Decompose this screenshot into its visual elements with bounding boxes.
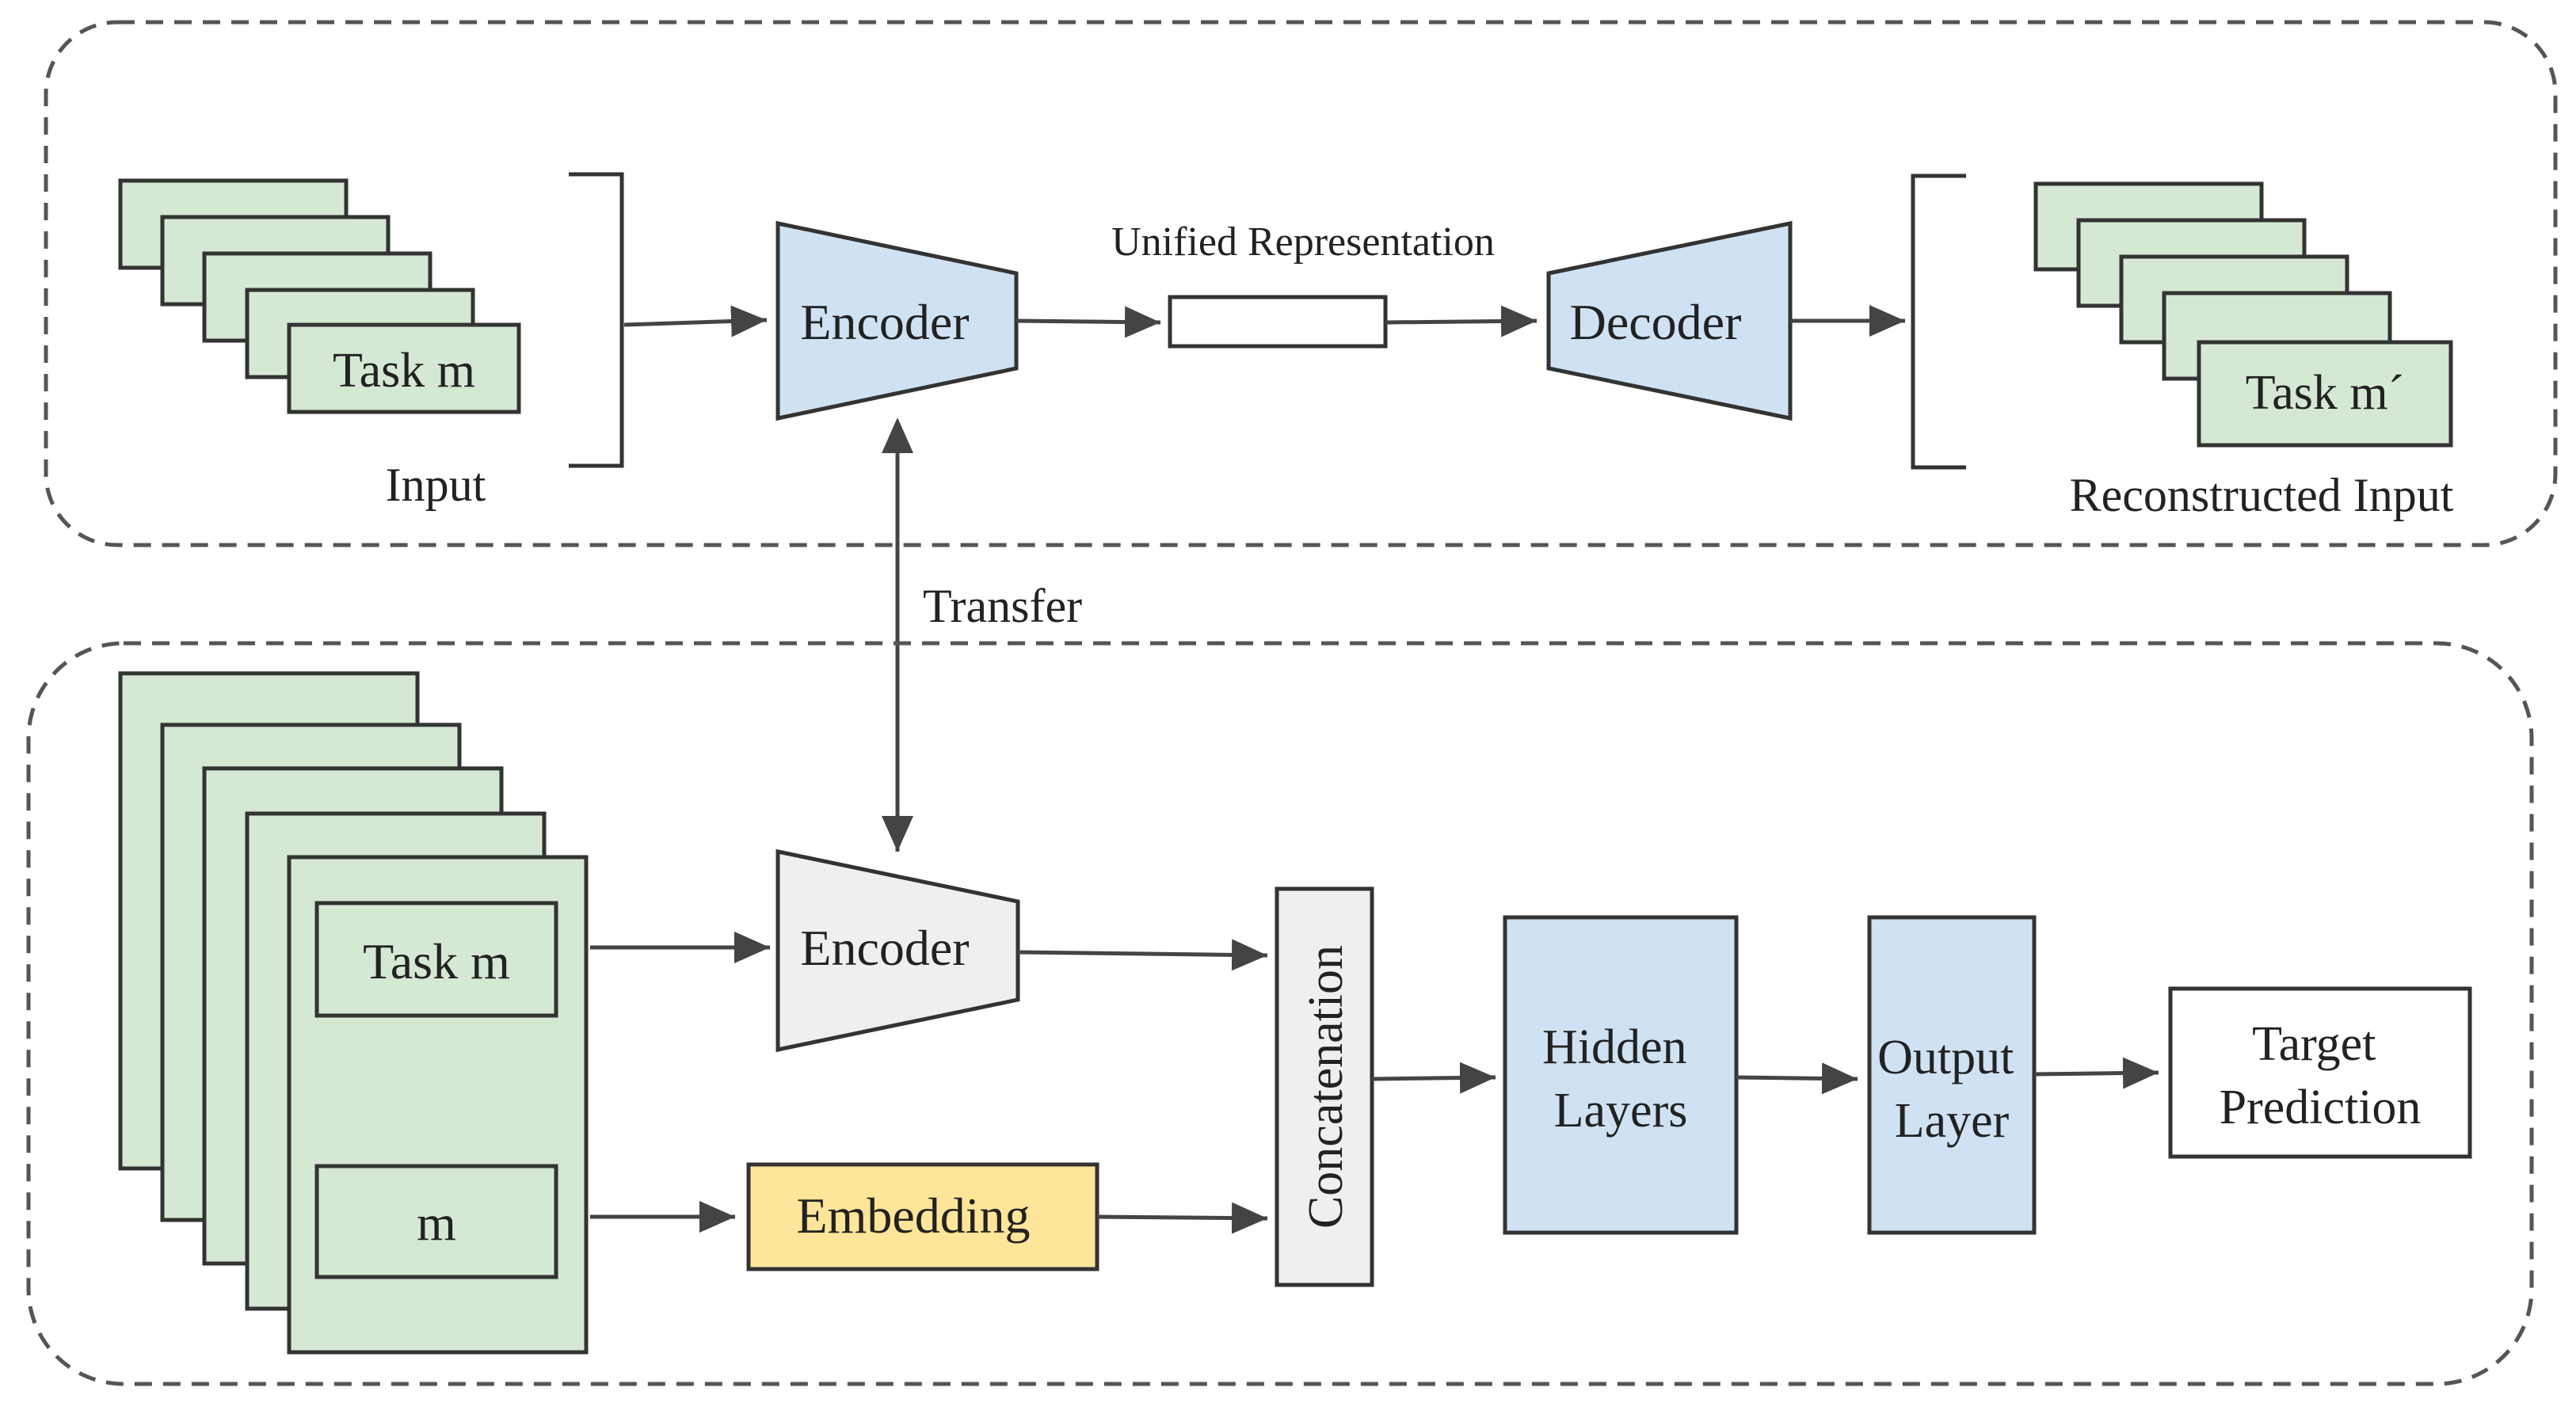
arrow-concatenation-to-hidden bbox=[1371, 1062, 1496, 1094]
output-layer-box bbox=[1867, 915, 2037, 1235]
encoder-top bbox=[775, 220, 1019, 421]
hidden-layers-label: Hidden Layers bbox=[1542, 1020, 1699, 1138]
encoder-bottom-label: Encoder bbox=[800, 920, 969, 976]
concatenation-label: Concatenation bbox=[1299, 945, 1353, 1229]
input-task-stack: Task m bbox=[118, 178, 521, 414]
reconstructed-task-label: Task m´ bbox=[2246, 366, 2405, 420]
target-prediction-line1: Target bbox=[2252, 1017, 2376, 1071]
encoder-bottom bbox=[775, 848, 1020, 1053]
pretraining-panel bbox=[44, 20, 2558, 547]
arrow-representation-to-decoder bbox=[1385, 305, 1538, 337]
downstream-task-label: Task m bbox=[363, 933, 510, 989]
target-prediction-box bbox=[2168, 986, 2472, 1159]
downstream-task-box bbox=[314, 901, 558, 1018]
output-bracket bbox=[1911, 173, 1966, 470]
hidden-layers-line1: Hidden bbox=[1542, 1020, 1687, 1074]
reconstructed-task-stack: Task m´ bbox=[2033, 181, 2453, 448]
unified-representation-label: Unified Representation bbox=[1111, 219, 1495, 265]
decoder bbox=[1546, 220, 1793, 421]
m-index-box bbox=[314, 1164, 558, 1279]
unified-representation-box bbox=[1168, 295, 1388, 349]
encoder-top-label: Encoder bbox=[800, 294, 969, 350]
input-bracket bbox=[569, 172, 624, 468]
target-prediction-line2: Prediction bbox=[2220, 1081, 2422, 1134]
arrow-input-to-encoder bbox=[623, 305, 768, 337]
transfer-label: Transfer bbox=[923, 580, 1082, 632]
hidden-layers-line2: Layers bbox=[1554, 1084, 1688, 1138]
input-task-label: Task m bbox=[333, 344, 475, 398]
output-layer-label: Output Layer bbox=[1877, 1031, 2026, 1148]
arrow-output-to-target bbox=[2033, 1057, 2159, 1089]
output-layer-line1: Output bbox=[1877, 1031, 2014, 1084]
input-label: Input bbox=[386, 459, 486, 511]
arrow-embedding-to-concatenation bbox=[1096, 1202, 1268, 1234]
reconstructed-input-label: Reconstructed Input bbox=[2070, 469, 2454, 521]
arrow-hidden-to-output bbox=[1736, 1062, 1858, 1095]
concatenation-box bbox=[1275, 886, 1374, 1287]
output-layer-line2: Layer bbox=[1895, 1094, 2010, 1148]
embedding-label: Embedding bbox=[796, 1187, 1030, 1244]
embedding-box bbox=[746, 1162, 1099, 1271]
arrow-encoder-to-concatenation bbox=[1017, 939, 1268, 971]
target-prediction-label: Target Prediction bbox=[2220, 1017, 2422, 1134]
arrow-encoder-to-representation bbox=[1016, 306, 1161, 338]
hidden-layers-box bbox=[1503, 915, 1739, 1235]
m-index-label: m bbox=[417, 1195, 456, 1251]
downstream-panel bbox=[26, 641, 2534, 1386]
decoder-label: Decoder bbox=[1570, 294, 1742, 350]
